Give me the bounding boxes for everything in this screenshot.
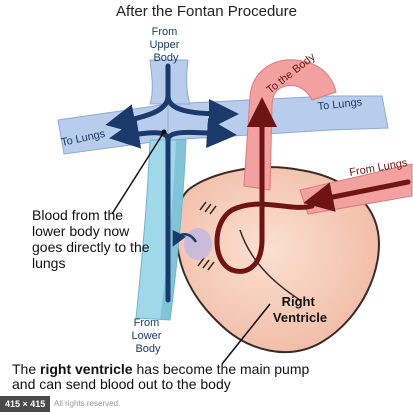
image-size-badge: 415 × 415 (0, 396, 51, 412)
red-flow-arrows (214, 97, 411, 274)
heart-septum (239, 229, 301, 301)
blue-flow-arrows (105, 63, 239, 303)
leader-lower-body (111, 131, 165, 215)
callout-right-ventricle: The right ventricle has become the main … (12, 362, 312, 392)
image-footer: 415 × 415 All rights reserved. (0, 396, 413, 412)
leader-lower-body-dot (161, 129, 167, 135)
leader-rv (221, 303, 271, 365)
label-to-lungs-right: To Lungs (317, 96, 363, 113)
valve-ticks (197, 201, 217, 271)
label-right-ventricle: Right Ventricle (273, 294, 327, 325)
aorta (243, 59, 337, 191)
atrium-shading (184, 228, 212, 260)
callout-rv-prefix: The (12, 361, 41, 377)
callout-lower-body: Blood from the lower body now goes direc… (32, 207, 150, 271)
callout-rv-suffix: has become the main pump and can send bl… (12, 361, 310, 392)
conduit-inflow-arrow (172, 229, 198, 247)
diagram-title: After the Fontan Procedure (116, 3, 297, 20)
copyright-text: All rights reserved. (54, 399, 121, 408)
label-from-lower-body: From Lower Body (131, 317, 164, 355)
callout-rv-bold: right ventricle (40, 361, 133, 377)
label-from-upper-body: From Upper Body (149, 26, 182, 64)
